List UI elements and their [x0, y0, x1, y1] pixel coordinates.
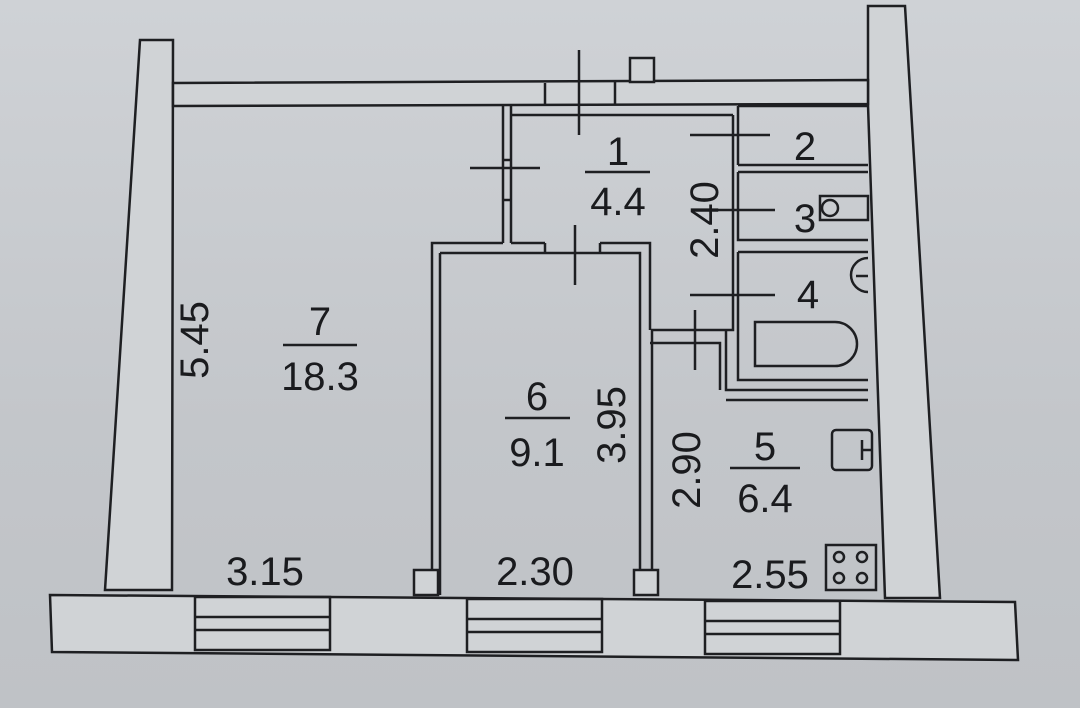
bottom-wall: [48, 593, 1020, 662]
column-right: [632, 568, 660, 597]
toilet-icon: [818, 194, 870, 222]
room-1-area: 4.4: [590, 180, 646, 224]
window-kitchen: [703, 599, 842, 656]
room-2-number: 2: [794, 125, 816, 169]
stove-icon: [824, 543, 878, 592]
room-3-number: 3: [794, 197, 816, 241]
window-room7: [193, 595, 332, 652]
dimension-kitchen-height: 2.90: [665, 431, 709, 509]
dimension-corridor-height: 2.40: [683, 181, 727, 259]
ventilation-duct: [628, 56, 656, 84]
dimension-room6-width: 2.30: [496, 550, 574, 594]
column-left: [412, 568, 440, 597]
bathtub-icon: [753, 320, 859, 368]
left-wall: [103, 38, 175, 592]
dimension-kitchen-width: 2.55: [731, 553, 809, 597]
room-7-area: 18.3: [281, 355, 359, 399]
room-6-area: 9.1: [509, 431, 565, 475]
room-4-number: 4: [797, 273, 819, 317]
dimension-room7-width: 3.15: [226, 550, 304, 594]
dimension-room7-height: 5.45: [173, 301, 217, 379]
dimension-room6-height: 3.95: [590, 386, 634, 464]
room-5-number: 5: [754, 425, 776, 469]
top-wall: [171, 78, 870, 108]
room-7-number: 7: [309, 300, 331, 344]
window-room6: [465, 597, 604, 654]
room-1-number: 1: [607, 130, 629, 174]
room-6-number: 6: [526, 375, 548, 419]
sink-icon: [849, 256, 869, 294]
room-5-area: 6.4: [737, 477, 793, 521]
